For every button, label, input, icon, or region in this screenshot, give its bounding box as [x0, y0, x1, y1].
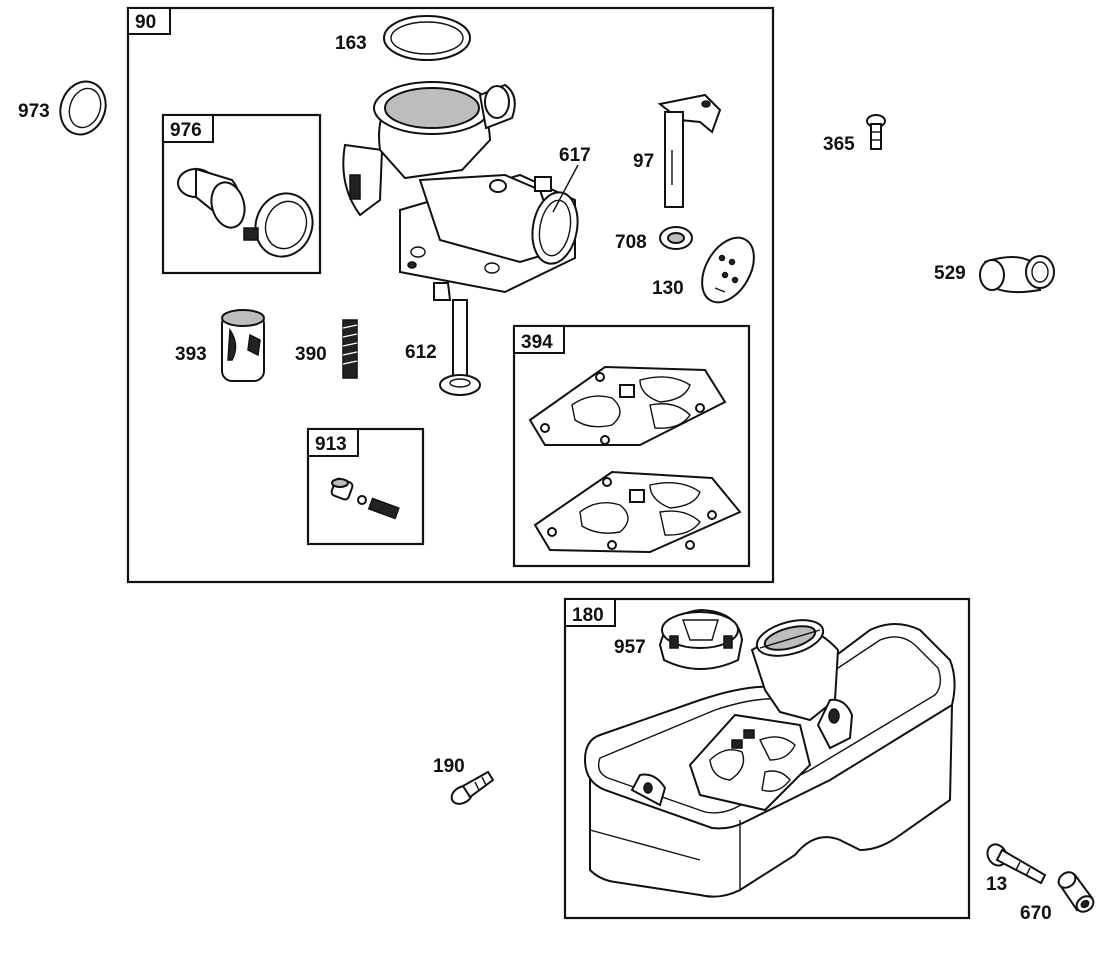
- part-670-spacer[interactable]: [1056, 869, 1097, 915]
- part-394-gasket-top[interactable]: [528, 365, 727, 446]
- label-708[interactable]: 708: [615, 232, 647, 253]
- part-180-fuel-tank[interactable]: [583, 614, 956, 898]
- label-163[interactable]: 163: [335, 33, 367, 54]
- part-394-gasket-bottom[interactable]: [533, 470, 742, 554]
- part-973-ring[interactable]: [53, 75, 113, 141]
- label-365[interactable]: 365: [823, 134, 855, 155]
- part-365-screw[interactable]: [866, 114, 886, 150]
- kit-box-913: 913: [306, 427, 425, 546]
- part-97-shaft[interactable]: [657, 93, 722, 208]
- part-163-ring[interactable]: [383, 15, 471, 61]
- part-390-spring[interactable]: [342, 319, 358, 379]
- label-97[interactable]: 97: [633, 151, 654, 172]
- part-529-elbow[interactable]: [979, 255, 1055, 294]
- part-130-plate[interactable]: [691, 229, 764, 312]
- label-394[interactable]: 394: [521, 332, 553, 353]
- part-190-screw[interactable]: [448, 770, 495, 807]
- part-708-seal[interactable]: [659, 226, 693, 250]
- part-13-bolt[interactable]: [984, 841, 1047, 885]
- label-393[interactable]: 393: [175, 344, 207, 365]
- label-913[interactable]: 913: [315, 434, 347, 455]
- kit-box-976: 976: [161, 113, 322, 275]
- label-390[interactable]: 390: [295, 344, 327, 365]
- label-670[interactable]: 670: [1020, 903, 1052, 924]
- kit-box-394: 394: [512, 324, 751, 568]
- label-13[interactable]: 13: [986, 874, 1007, 895]
- label-957[interactable]: 957: [614, 637, 646, 658]
- label-617[interactable]: 617: [559, 145, 591, 166]
- part-957-cap[interactable]: [658, 608, 744, 670]
- label-90[interactable]: 90: [135, 12, 156, 33]
- part-913-needle[interactable]: [330, 477, 400, 520]
- label-190[interactable]: 190: [433, 756, 465, 777]
- label-529[interactable]: 529: [934, 263, 966, 284]
- part-393-float[interactable]: [221, 309, 265, 382]
- label-612[interactable]: 612: [405, 342, 437, 363]
- assembly-box-90: 90: [126, 6, 775, 584]
- label-130[interactable]: 130: [652, 278, 684, 299]
- label-180[interactable]: 180: [572, 605, 604, 626]
- assembly-box-180: 180: [563, 597, 971, 920]
- label-973[interactable]: 973: [18, 101, 50, 122]
- part-612-tube[interactable]: [439, 299, 481, 396]
- leader-617: [552, 164, 579, 213]
- part-976-boot[interactable]: [177, 167, 321, 265]
- label-976[interactable]: 976: [170, 120, 202, 141]
- part-carburetor-body[interactable]: [342, 80, 583, 301]
